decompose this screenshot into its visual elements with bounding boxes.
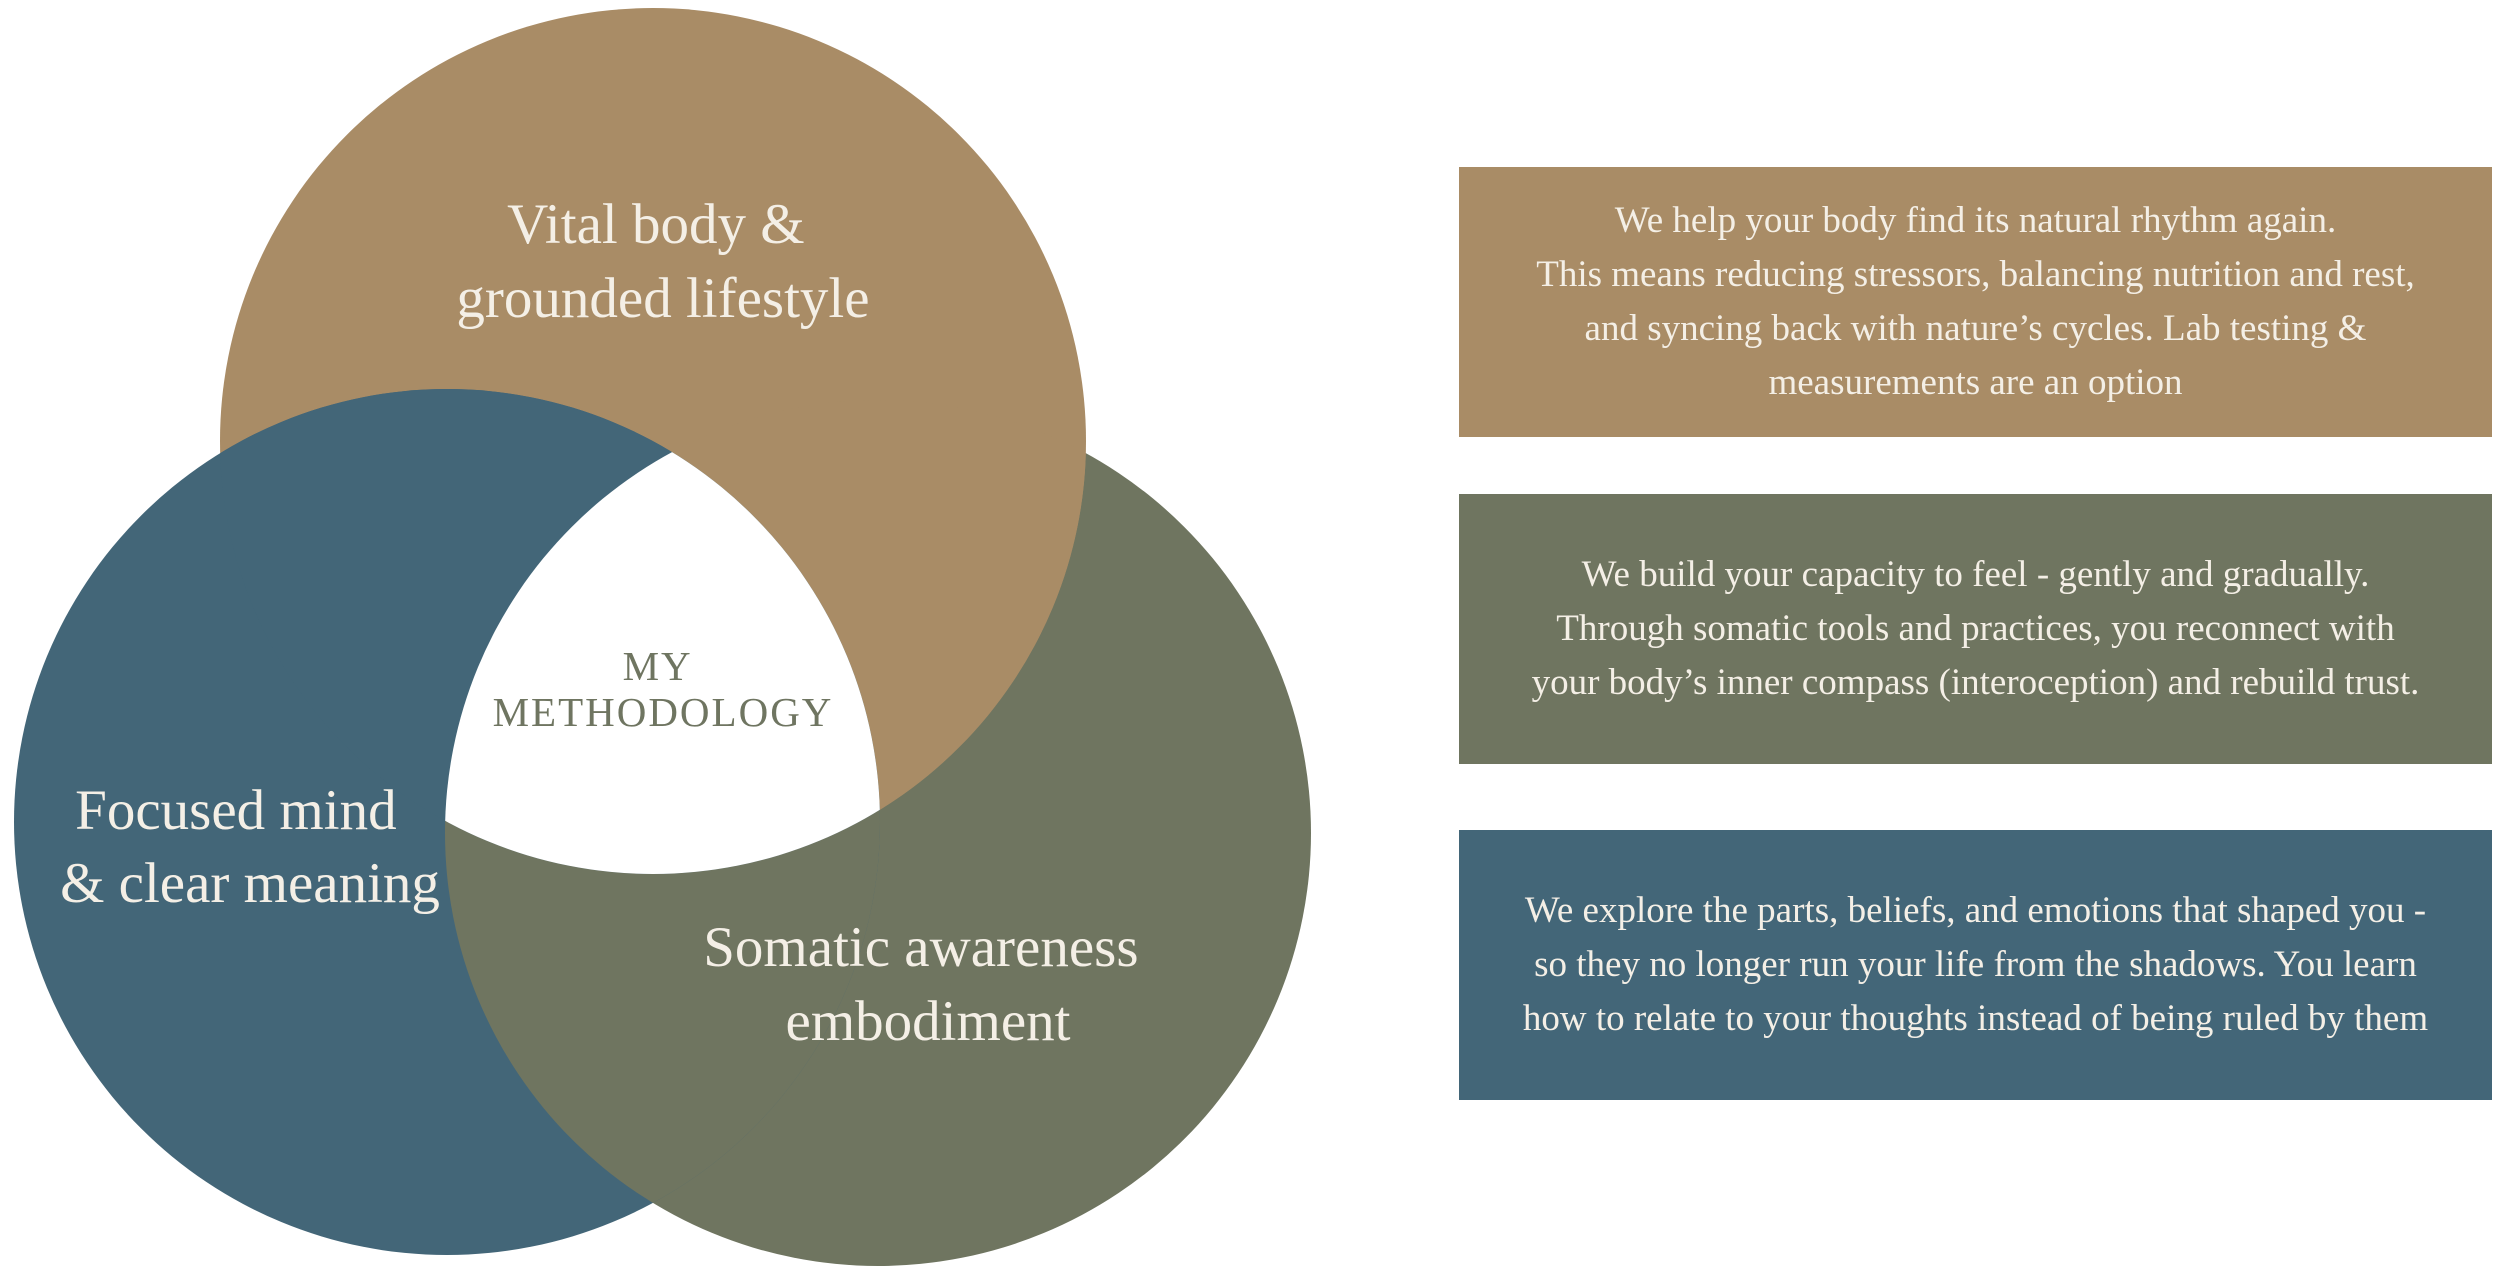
circle-left-label-line-1: Focused mind	[75, 779, 396, 842]
panel-text-line: measurements are an option	[1768, 362, 2183, 403]
circle-right-label: Somatic awareness embodiment	[703, 916, 1153, 1053]
circle-right-label-line-2: embodiment	[786, 990, 1071, 1053]
circle-left-label-line-2: & clear meaning	[60, 852, 440, 915]
panel-vital-body: We help your body find its natural rhyth…	[1459, 167, 2492, 437]
circle-top-label-line-2: grounded lifestyle	[456, 267, 869, 330]
panel-text-line: We build your capacity to feel - gently …	[1581, 554, 2370, 595]
panel-text-line: how to relate to your thoughts instead o…	[1522, 998, 2429, 1039]
center-label: MY METHODOLOGY	[493, 643, 834, 735]
circle-left-label: Focused mind & clear meaning	[60, 779, 440, 915]
methodology-venn-diagram: MY METHODOLOGY Vital body & grounded lif…	[14, 8, 1311, 1266]
circle-top-label: Vital body & grounded lifestyle	[456, 193, 869, 330]
panel-somatic-awareness: We build your capacity to feel - gently …	[1459, 494, 2492, 764]
panel-text-line: your body’s inner compass (interoception…	[1531, 662, 2420, 703]
panel-text-line: This means reducing stressors, balancing…	[1536, 254, 2415, 295]
center-label-line-1: MY	[623, 643, 692, 689]
circle-right-label-line-1: Somatic awareness	[703, 916, 1138, 979]
circle-top-label-line-1: Vital body &	[507, 193, 804, 256]
panel-text-line: We explore the parts, beliefs, and emoti…	[1524, 890, 2427, 931]
center-label-line-2: METHODOLOGY	[493, 689, 834, 735]
panel-text-line: We help your body find its natural rhyth…	[1614, 200, 2337, 241]
panel-focused-mind: We explore the parts, beliefs, and emoti…	[1459, 830, 2492, 1100]
panel-text-line: and syncing back with nature’s cycles. L…	[1584, 308, 2367, 349]
panel-text-line: Through somatic tools and practices, you…	[1556, 608, 2395, 649]
panel-text-line: so they no longer run your life from the…	[1534, 944, 2417, 985]
